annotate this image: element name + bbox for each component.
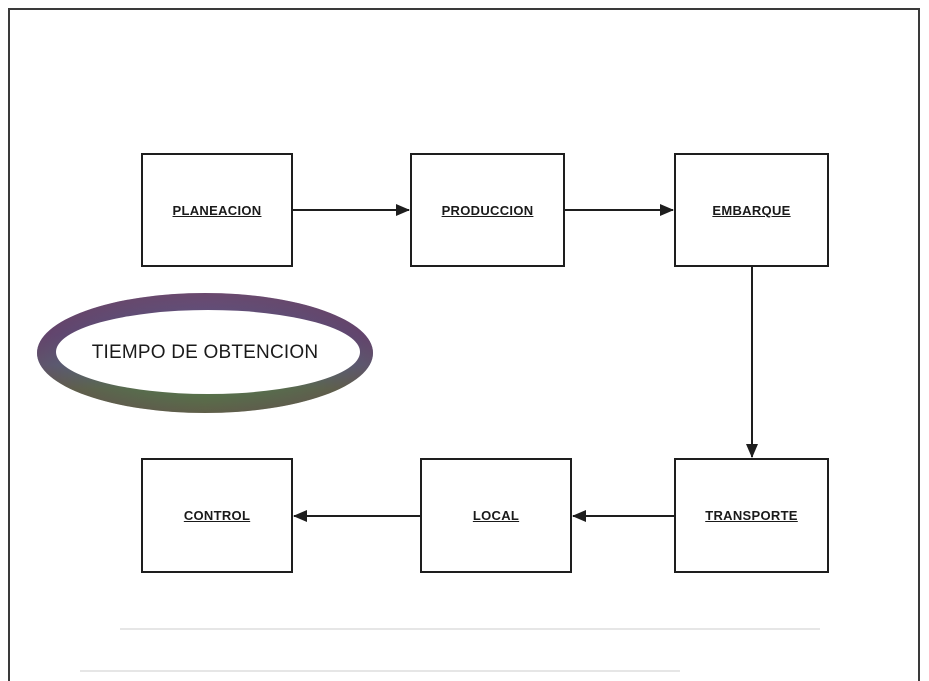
box-local-label: LOCAL xyxy=(472,508,520,523)
box-produccion: PRODUCCION xyxy=(410,153,565,267)
tiempo-de-obtencion-label: TIEMPO DE OBTENCION xyxy=(91,342,319,363)
box-transporte-label: TRANSPORTE xyxy=(705,508,798,523)
box-embarque: EMBARQUE xyxy=(674,153,829,267)
box-produccion-label: PRODUCCION xyxy=(441,202,534,218)
page-frame xyxy=(8,8,920,681)
box-control: CONTROL xyxy=(141,458,293,573)
ring-shape xyxy=(37,293,373,413)
box-planeacion-label: PLANEACION xyxy=(172,202,262,218)
scan-artifact-line xyxy=(120,628,820,630)
scan-artifact-line xyxy=(80,670,680,672)
box-control-label: CONTROL xyxy=(183,508,251,523)
box-embarque-label: EMBARQUE xyxy=(712,202,791,218)
box-transporte: TRANSPORTE xyxy=(674,458,829,573)
box-local: LOCAL xyxy=(420,458,572,573)
box-planeacion: PLANEACION xyxy=(141,153,293,267)
